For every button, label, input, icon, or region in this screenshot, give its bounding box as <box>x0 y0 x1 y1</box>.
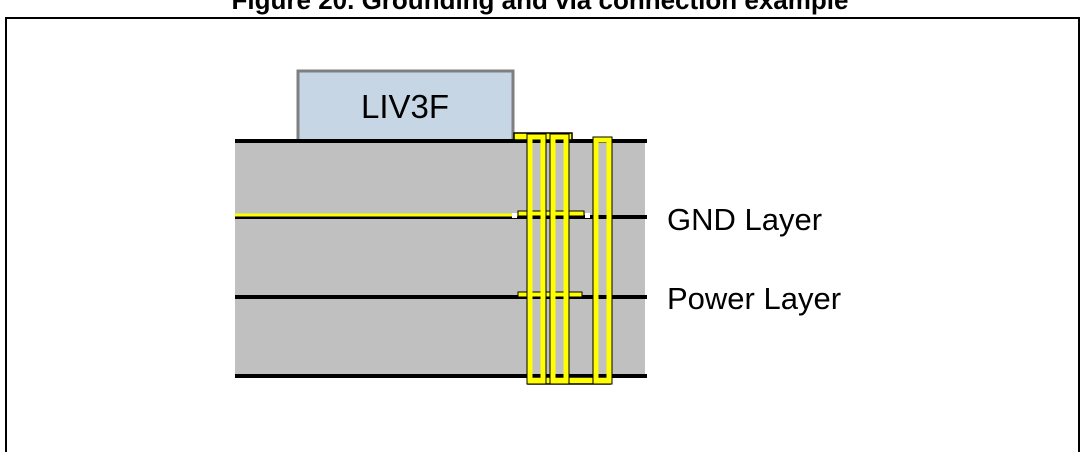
power-layer-label: Power Layer <box>667 281 841 316</box>
via-barrel-1-outline <box>526 133 547 385</box>
chip-body <box>296 69 515 143</box>
figure-frame <box>5 17 1080 452</box>
via-barrel-3 <box>593 137 612 384</box>
substrate-bottom <box>235 298 645 375</box>
gnd-layer-label: GND Layer <box>667 202 822 237</box>
chip-label: LIV3F <box>361 88 449 125</box>
substrate-layers <box>235 142 645 375</box>
figure-caption: Figure 20. Grounding and via connection … <box>231 0 849 15</box>
gnd-clearance-1 <box>512 213 517 218</box>
vias <box>512 132 613 385</box>
substrate-top <box>235 142 645 215</box>
substrate-middle <box>235 218 645 296</box>
via-barrel-1 <box>527 134 546 384</box>
via-barrel-2 <box>550 134 569 384</box>
component-chip: LIV3F <box>296 69 515 143</box>
layer-labels: GND Layer Power Layer <box>667 202 841 316</box>
via-barrel-2-outline <box>549 133 570 385</box>
via-barrel-3-outline <box>592 136 613 385</box>
gnd-clearance-2 <box>585 213 590 218</box>
